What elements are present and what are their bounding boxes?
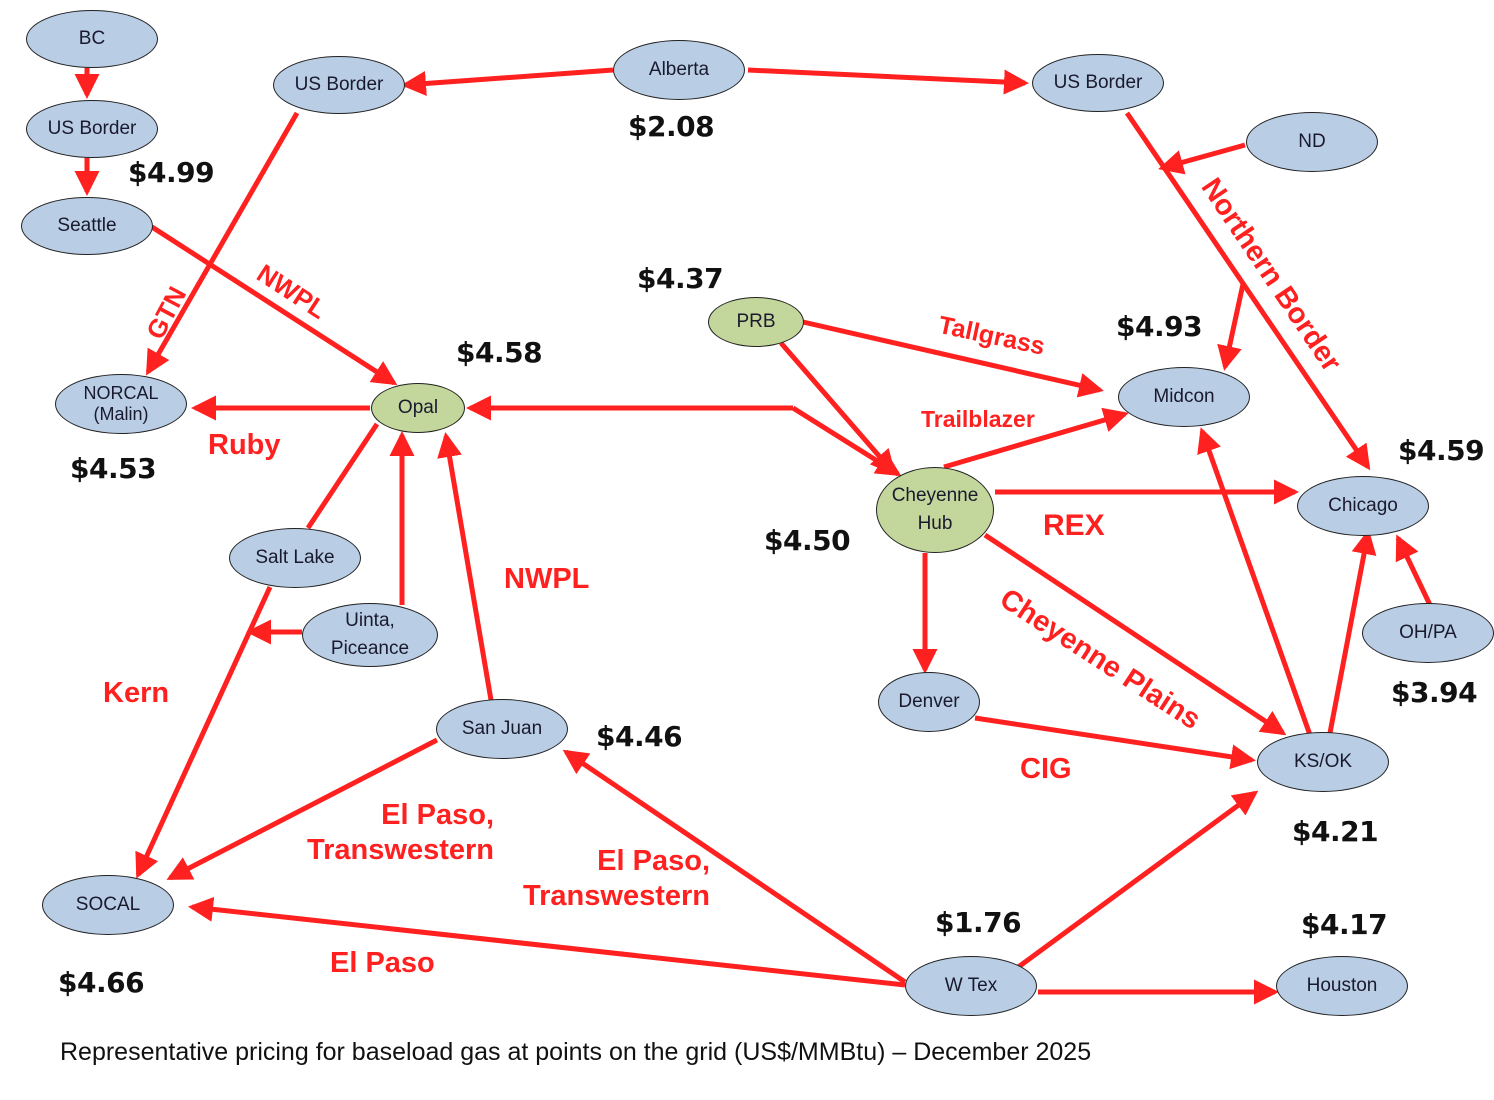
price-w-tex: $1.76: [935, 906, 1022, 939]
label-el-paso: El Paso: [330, 947, 435, 979]
price-cheyenne-hub: $4.50: [764, 524, 851, 557]
price-opal: $4.58: [456, 336, 543, 369]
label-cig: CIG: [1020, 753, 1072, 785]
node-salt-lake[interactable]: Salt Lake: [229, 528, 361, 588]
price-alberta: $2.08: [628, 110, 715, 143]
label-kern: Kern: [103, 677, 170, 709]
price-prb: $4.37: [637, 262, 724, 295]
label-el-paso-transwestern-1: El Paso, Transwestern: [307, 799, 494, 866]
price-ks-ok: $4.21: [1292, 815, 1379, 848]
label-rex: REX: [1043, 509, 1105, 542]
label-ruby: Ruby: [208, 429, 281, 461]
node-cheyenne-hub[interactable]: Cheyenne Hub: [876, 467, 994, 553]
price-socal: $4.66: [58, 966, 145, 999]
node-san-juan[interactable]: San Juan: [436, 699, 568, 759]
label-nwpl-south: NWPL: [504, 563, 590, 595]
node-nd[interactable]: ND: [1246, 112, 1378, 172]
node-norcal-malin[interactable]: NORCAL (Malin): [55, 374, 187, 434]
price-oh-pa: $3.94: [1391, 676, 1478, 709]
node-chicago[interactable]: Chicago: [1297, 476, 1429, 536]
node-w-tex[interactable]: W Tex: [905, 956, 1037, 1016]
price-chicago: $4.59: [1398, 434, 1485, 467]
node-opal[interactable]: Opal: [371, 383, 465, 433]
node-uinta-piceance[interactable]: Uinta, Piceance: [302, 603, 438, 667]
node-oh-pa[interactable]: OH/PA: [1362, 603, 1494, 663]
node-us-border-west[interactable]: US Border: [26, 100, 158, 158]
node-bc[interactable]: BC: [26, 10, 158, 68]
price-houston: $4.17: [1301, 908, 1388, 941]
label-trailblazer: Trailblazer: [921, 406, 1035, 432]
node-houston[interactable]: Houston: [1276, 956, 1408, 1016]
price-norcal: $4.53: [70, 452, 157, 485]
node-us-border-central[interactable]: US Border: [273, 56, 405, 114]
price-san-juan: $4.46: [596, 720, 683, 753]
node-alberta[interactable]: Alberta: [613, 40, 745, 100]
node-prb[interactable]: PRB: [708, 297, 804, 347]
node-ks-ok[interactable]: KS/OK: [1257, 732, 1389, 792]
node-socal[interactable]: SOCAL: [42, 875, 174, 935]
price-midcon: $4.93: [1116, 310, 1203, 343]
node-us-border-east[interactable]: US Border: [1032, 54, 1164, 112]
node-seattle[interactable]: Seattle: [21, 197, 153, 255]
diagram-caption: Representative pricing for baseload gas …: [60, 1038, 1092, 1066]
label-el-paso-transwestern-2: El Paso, Transwestern: [523, 845, 710, 912]
node-midcon[interactable]: Midcon: [1118, 367, 1250, 427]
node-denver[interactable]: Denver: [878, 672, 980, 732]
price-seattle: $4.99: [128, 156, 215, 189]
